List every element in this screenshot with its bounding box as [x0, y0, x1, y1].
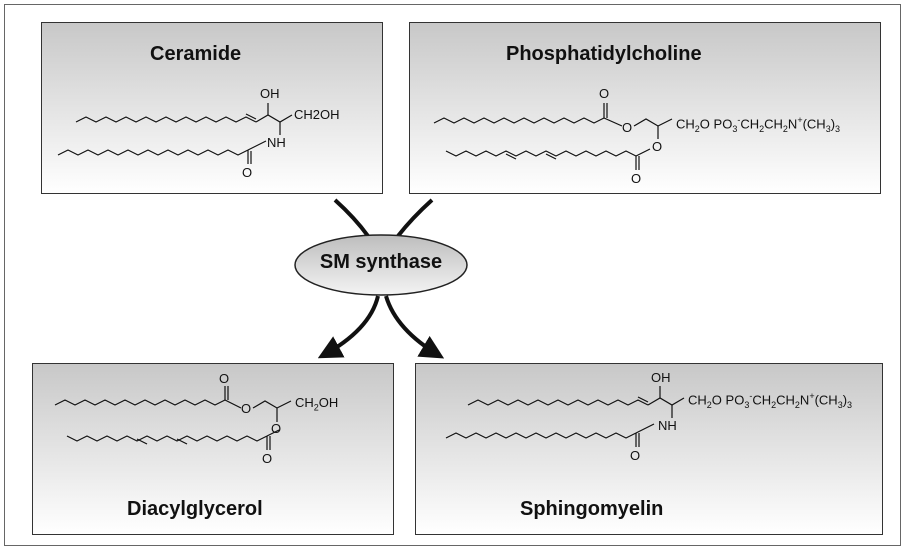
sphingomyelin-title: Sphingomyelin — [520, 498, 664, 520]
phosphatidylcholine-box: Phosphatidylcholine O O CH2O PO3-CH2CH2N… — [409, 22, 881, 194]
ceramide-structure — [57, 103, 293, 164]
pc-o-ester2-label: O — [652, 139, 663, 154]
phosphatidylcholine-title: Phosphatidylcholine — [506, 43, 702, 65]
sphingomyelin-box: Sphingomyelin OH CH2O PO3-CH2CH2N+(CH3)3… — [415, 363, 883, 535]
enzyme-label: SM synthase — [319, 251, 443, 273]
arrow-to-dag — [317, 295, 380, 359]
dag-o-bottom-label: O — [262, 451, 273, 466]
arrow-ceramide-in — [333, 198, 370, 238]
diacylglycerol-title: Diacylglycerol — [127, 498, 263, 520]
dag-o-top-label: O — [219, 371, 230, 386]
pc-o-ester1-label: O — [622, 120, 633, 135]
dag-o-ester1-label: O — [241, 401, 252, 416]
dag-o-ester2-label: O — [271, 421, 282, 436]
sm-nh-label: NH — [658, 418, 677, 433]
sm-o-label: O — [630, 448, 641, 463]
sm-oh-label: OH — [651, 370, 671, 385]
enzyme-ellipse — [294, 234, 468, 296]
pc-o-top-label: O — [599, 86, 610, 101]
ceramide-o-label: O — [242, 165, 253, 180]
pc-o-bottom-label: O — [631, 171, 642, 186]
arrow-to-sm — [384, 295, 445, 359]
dag-structure — [54, 386, 292, 450]
ceramide-box: Ceramide OH CH2OH NH O — [41, 22, 383, 194]
pc-structure — [433, 103, 673, 170]
dag-ch2oh-label: CH2OH — [295, 395, 339, 413]
sm-headgroup-label: CH2O PO3-CH2CH2N+(CH3)3 — [688, 391, 853, 410]
sm-structure — [445, 386, 685, 447]
ceramide-title: Ceramide — [150, 43, 242, 65]
diacylglycerol-box: Diacylglycerol O O CH2OH O O — [32, 363, 394, 535]
ceramide-nh-label: NH — [267, 135, 286, 150]
arrow-pc-in — [396, 198, 434, 238]
pc-headgroup-label: CH2O PO3-CH2CH2N+(CH3)3 — [676, 115, 841, 134]
ceramide-ch2oh-label: CH2OH — [294, 107, 340, 122]
ceramide-oh-label: OH — [260, 86, 280, 101]
